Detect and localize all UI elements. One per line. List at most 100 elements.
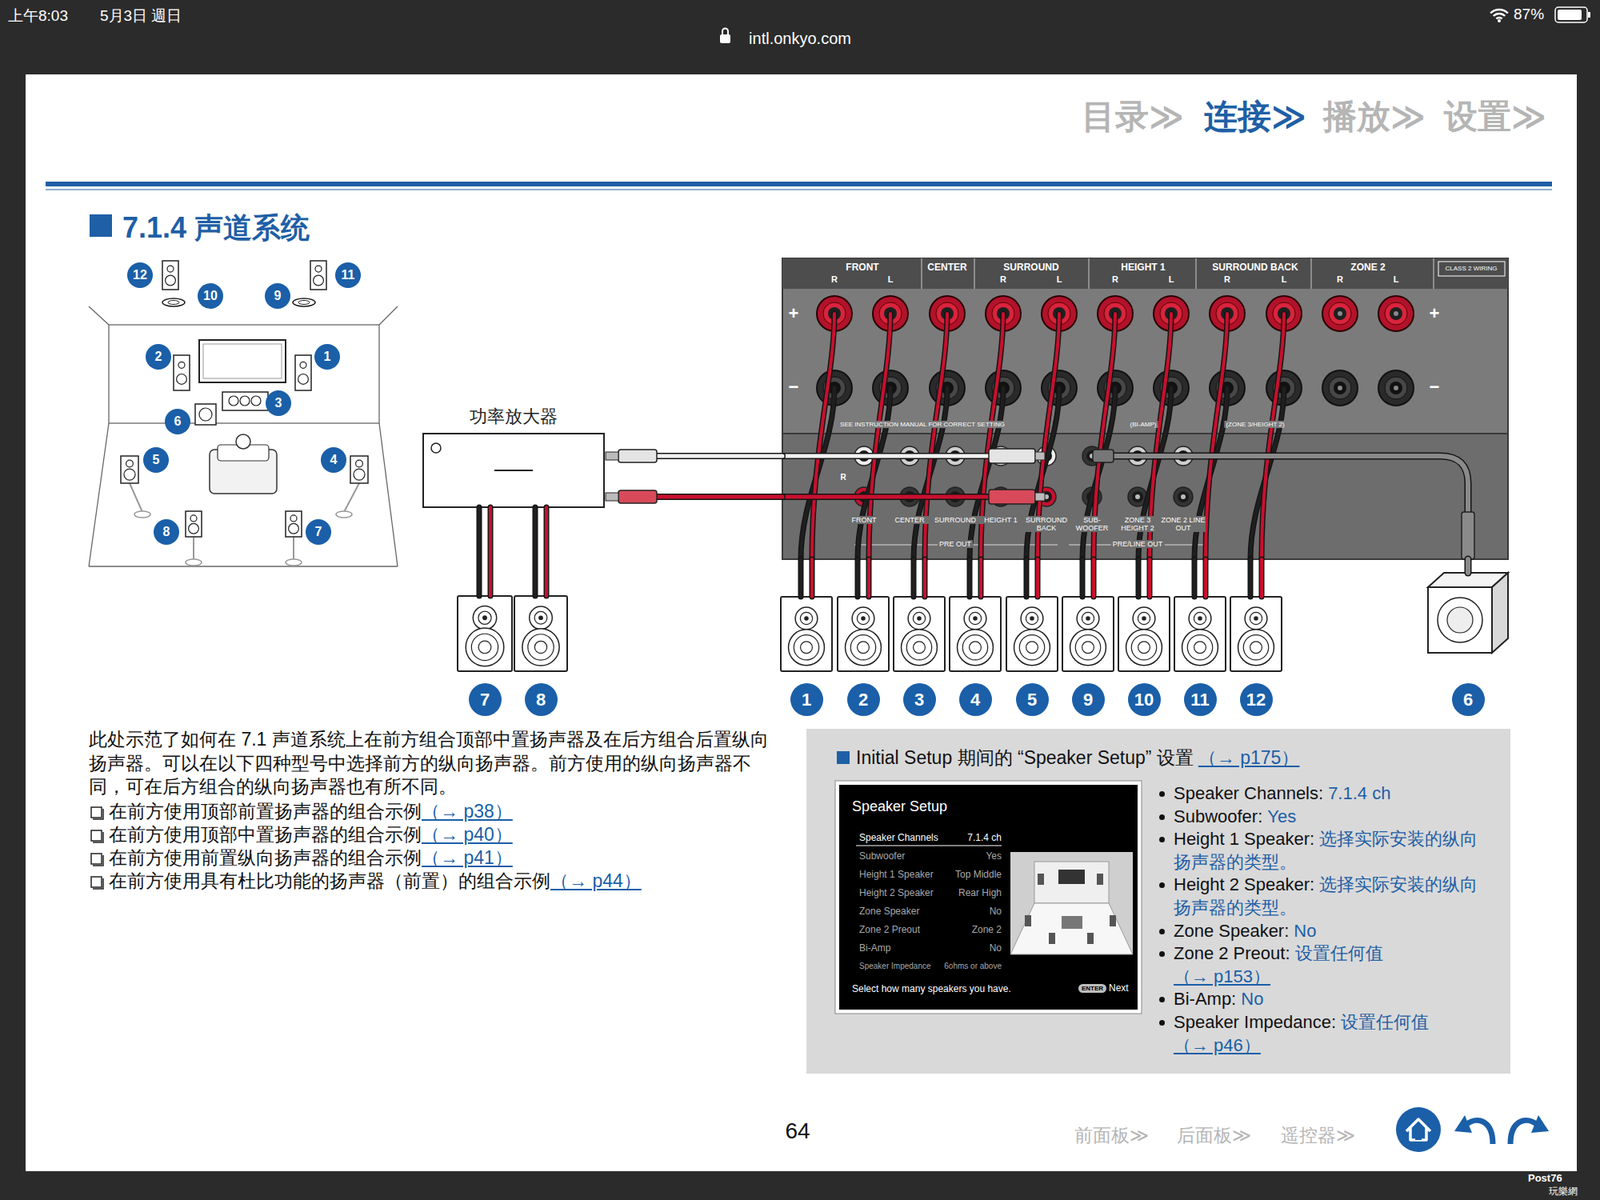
callout-number: 7 — [468, 683, 502, 716]
speaker-tweeter — [972, 616, 978, 621]
group-separator — [974, 258, 976, 289]
panel-label: R — [1335, 274, 1345, 285]
panel-label: ZONE 2 — [1348, 262, 1387, 274]
screen-text: Yes — [985, 850, 1002, 862]
list-item: 在前方使用顶部中置扬声器的组合示例（→ p40） — [108, 824, 513, 846]
speaker-stand — [185, 559, 202, 566]
speaker-cabinet — [1118, 596, 1170, 672]
room-speaker — [295, 355, 312, 391]
rca-jack — [1177, 491, 1189, 503]
room-speaker — [288, 523, 300, 534]
footer-nav: 后面板≫ — [1176, 1123, 1252, 1148]
room-speaker — [165, 275, 176, 286]
screen-text: Speaker Channels — [859, 832, 939, 844]
screen-thumbnail — [1061, 916, 1083, 929]
speaker-wire — [968, 559, 972, 597]
page-link: （→ p46） — [1173, 1034, 1492, 1058]
bullet-dot — [1159, 1020, 1165, 1026]
terminal-black — [1384, 376, 1408, 400]
subwoofer-driver — [1437, 597, 1483, 643]
setting-name: Bi-Amp: — [1173, 988, 1236, 1009]
panel-label: HEIGHT 1 — [1119, 262, 1167, 274]
callout-number: 3 — [265, 390, 292, 416]
speaker-wire — [1192, 559, 1198, 597]
speaker-wire — [798, 559, 804, 597]
panel-label: HEIGHT 1 — [978, 516, 1024, 524]
panel-label: CENTER — [925, 262, 968, 274]
rca-jack — [1180, 494, 1186, 500]
connector — [479, 507, 491, 596]
group-separator — [1196, 258, 1197, 289]
speaker-wire — [476, 507, 483, 596]
page-link: （→ p40） — [421, 824, 513, 845]
connector — [1082, 559, 1094, 597]
speaker-woofer — [901, 629, 938, 666]
rca-plug — [1035, 492, 1045, 501]
checkbox-bullet — [92, 808, 104, 820]
speaker: 1 — [780, 596, 833, 672]
checkbox-bullet — [91, 807, 102, 818]
room-speaker — [176, 374, 188, 385]
panel-heading: Initial Setup 期间的 “Speaker Setup” 设置（→ p… — [856, 745, 1300, 770]
callout-number: 4 — [959, 683, 992, 716]
setting-value: 7.1.4 ch — [1328, 783, 1391, 804]
speaker-woofer — [1243, 635, 1268, 660]
status-date: 5月3日 週日 — [100, 5, 182, 27]
speaker-stand — [129, 483, 143, 512]
header-rule — [45, 181, 1552, 187]
callout-number: 5 — [143, 447, 169, 473]
speaker-tweeter — [908, 607, 931, 630]
subwoofer: 6 — [1428, 572, 1508, 653]
screen-thumbnail — [1010, 852, 1133, 955]
panel-label: R — [1110, 274, 1120, 285]
speaker-wire — [911, 559, 917, 597]
speaker-wire — [923, 559, 927, 597]
room-speaker — [313, 275, 324, 286]
wifi-icon — [1496, 17, 1502, 20]
callout-number: 10 — [1128, 683, 1161, 716]
room-outline — [108, 324, 380, 424]
callout-number: 6 — [1452, 683, 1485, 716]
speaker: 10 — [1117, 596, 1171, 672]
setting-item: Bi-Amp:No — [1156, 988, 1492, 1012]
speaker-cabinet — [1174, 596, 1226, 672]
page-link: （→ p44） — [550, 870, 642, 892]
connector — [913, 559, 925, 597]
connector — [1138, 559, 1150, 597]
screen-thumbnail — [1037, 873, 1044, 885]
receiver-panel — [782, 258, 1508, 560]
speaker-wire — [1136, 559, 1140, 597]
speaker-tweeter — [916, 616, 922, 621]
subwoofer-cabinet — [1428, 587, 1492, 653]
screen-thumbnail — [1109, 915, 1116, 927]
speaker-woofer — [1070, 629, 1107, 666]
room-center-speaker — [251, 396, 261, 406]
connector — [605, 449, 783, 463]
ceiling-speaker — [298, 300, 310, 305]
speaker-tweeter — [1188, 607, 1212, 630]
forward-arrow — [1531, 1115, 1549, 1133]
room-speaker — [120, 456, 139, 484]
callout-number: 12 — [127, 262, 153, 288]
screen-ground — [839, 784, 1138, 1010]
setting-name: Subwoofer: — [1173, 806, 1263, 827]
group-separator — [1311, 258, 1312, 289]
speaker-tweeter — [1029, 616, 1035, 621]
rca-plug — [1035, 452, 1045, 460]
speaker-cabinet — [1062, 596, 1114, 672]
screen-text: 6ohms or above — [944, 961, 1002, 971]
ceiling-speaker — [168, 300, 180, 305]
panel-label: PRE OUT — [937, 540, 973, 548]
rca-jack — [1173, 487, 1193, 507]
speaker: 11 — [1173, 596, 1227, 672]
speaker-tweeter — [1253, 616, 1259, 621]
panel-label: R — [829, 274, 840, 285]
room-speaker — [353, 468, 365, 480]
speaker: 5 — [1005, 596, 1059, 672]
checkbox-bullet — [92, 878, 104, 889]
callout-number: 9 — [264, 283, 291, 309]
panel-label: − — [1428, 376, 1442, 397]
page-sheet — [25, 74, 1577, 1172]
screen-text: No — [989, 905, 1002, 917]
url-text: intl.onkyo.com — [748, 29, 852, 48]
